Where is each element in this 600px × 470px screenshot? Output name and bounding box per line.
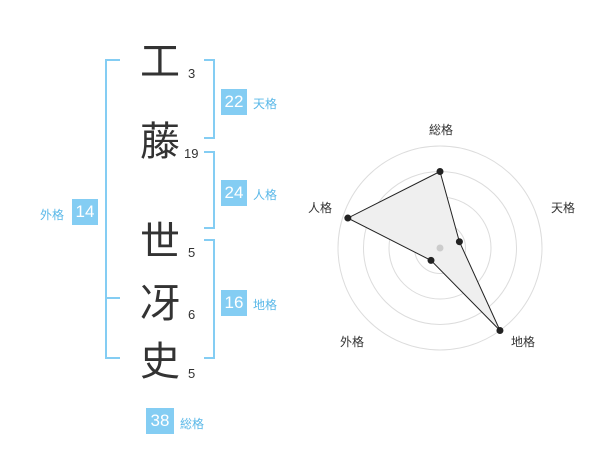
name-char-1: 工 xyxy=(140,39,180,85)
gai-bracket xyxy=(105,59,120,359)
radar-point-0 xyxy=(436,168,444,175)
radar-ring xyxy=(337,145,543,351)
name-char-4: 冴 xyxy=(140,281,180,327)
chi-label: 地格 xyxy=(253,298,278,312)
stroke-count-5: 5 xyxy=(188,366,196,381)
stroke-count-3: 5 xyxy=(188,245,196,260)
radar-axis-label-jin: 人格 xyxy=(308,200,332,215)
stroke-count-4: 6 xyxy=(188,307,196,322)
gai-label: 外格 xyxy=(40,208,65,222)
radar-axis-label-sou: 総格 xyxy=(429,122,453,137)
radar-point-4 xyxy=(344,214,352,222)
name-char-2: 藤 xyxy=(140,119,180,165)
radar-center-dot xyxy=(436,244,444,252)
name-char-3: 世 xyxy=(140,219,180,265)
chi-value-badge: 16 xyxy=(221,290,247,316)
stroke-count-2: 19 xyxy=(184,146,199,161)
sou-value-badge: 38 xyxy=(146,408,174,434)
radar-point-1 xyxy=(455,238,463,246)
name-char-5: 史 xyxy=(140,339,180,385)
ten-value-badge: 22 xyxy=(221,89,247,115)
jin-label: 人格 xyxy=(253,188,278,202)
ten-label: 天格 xyxy=(253,97,278,111)
radar-points xyxy=(344,168,504,335)
radar-point-2 xyxy=(496,327,504,335)
ten-bracket xyxy=(204,59,215,139)
radar-axis-label-gai: 外格 xyxy=(340,334,364,349)
jin-value-badge: 24 xyxy=(221,180,247,206)
gai-value-badge: 14 xyxy=(72,199,98,225)
jin-bracket xyxy=(204,151,215,229)
stroke-count-1: 3 xyxy=(188,66,196,81)
radar-axis-label-ten: 天格 xyxy=(551,200,575,215)
sou-label: 総格 xyxy=(180,417,205,431)
radar-point-3 xyxy=(427,256,435,264)
radar-axis-label-chi: 地格 xyxy=(511,334,535,349)
chi-bracket xyxy=(204,239,215,359)
radar-shape xyxy=(346,170,501,331)
